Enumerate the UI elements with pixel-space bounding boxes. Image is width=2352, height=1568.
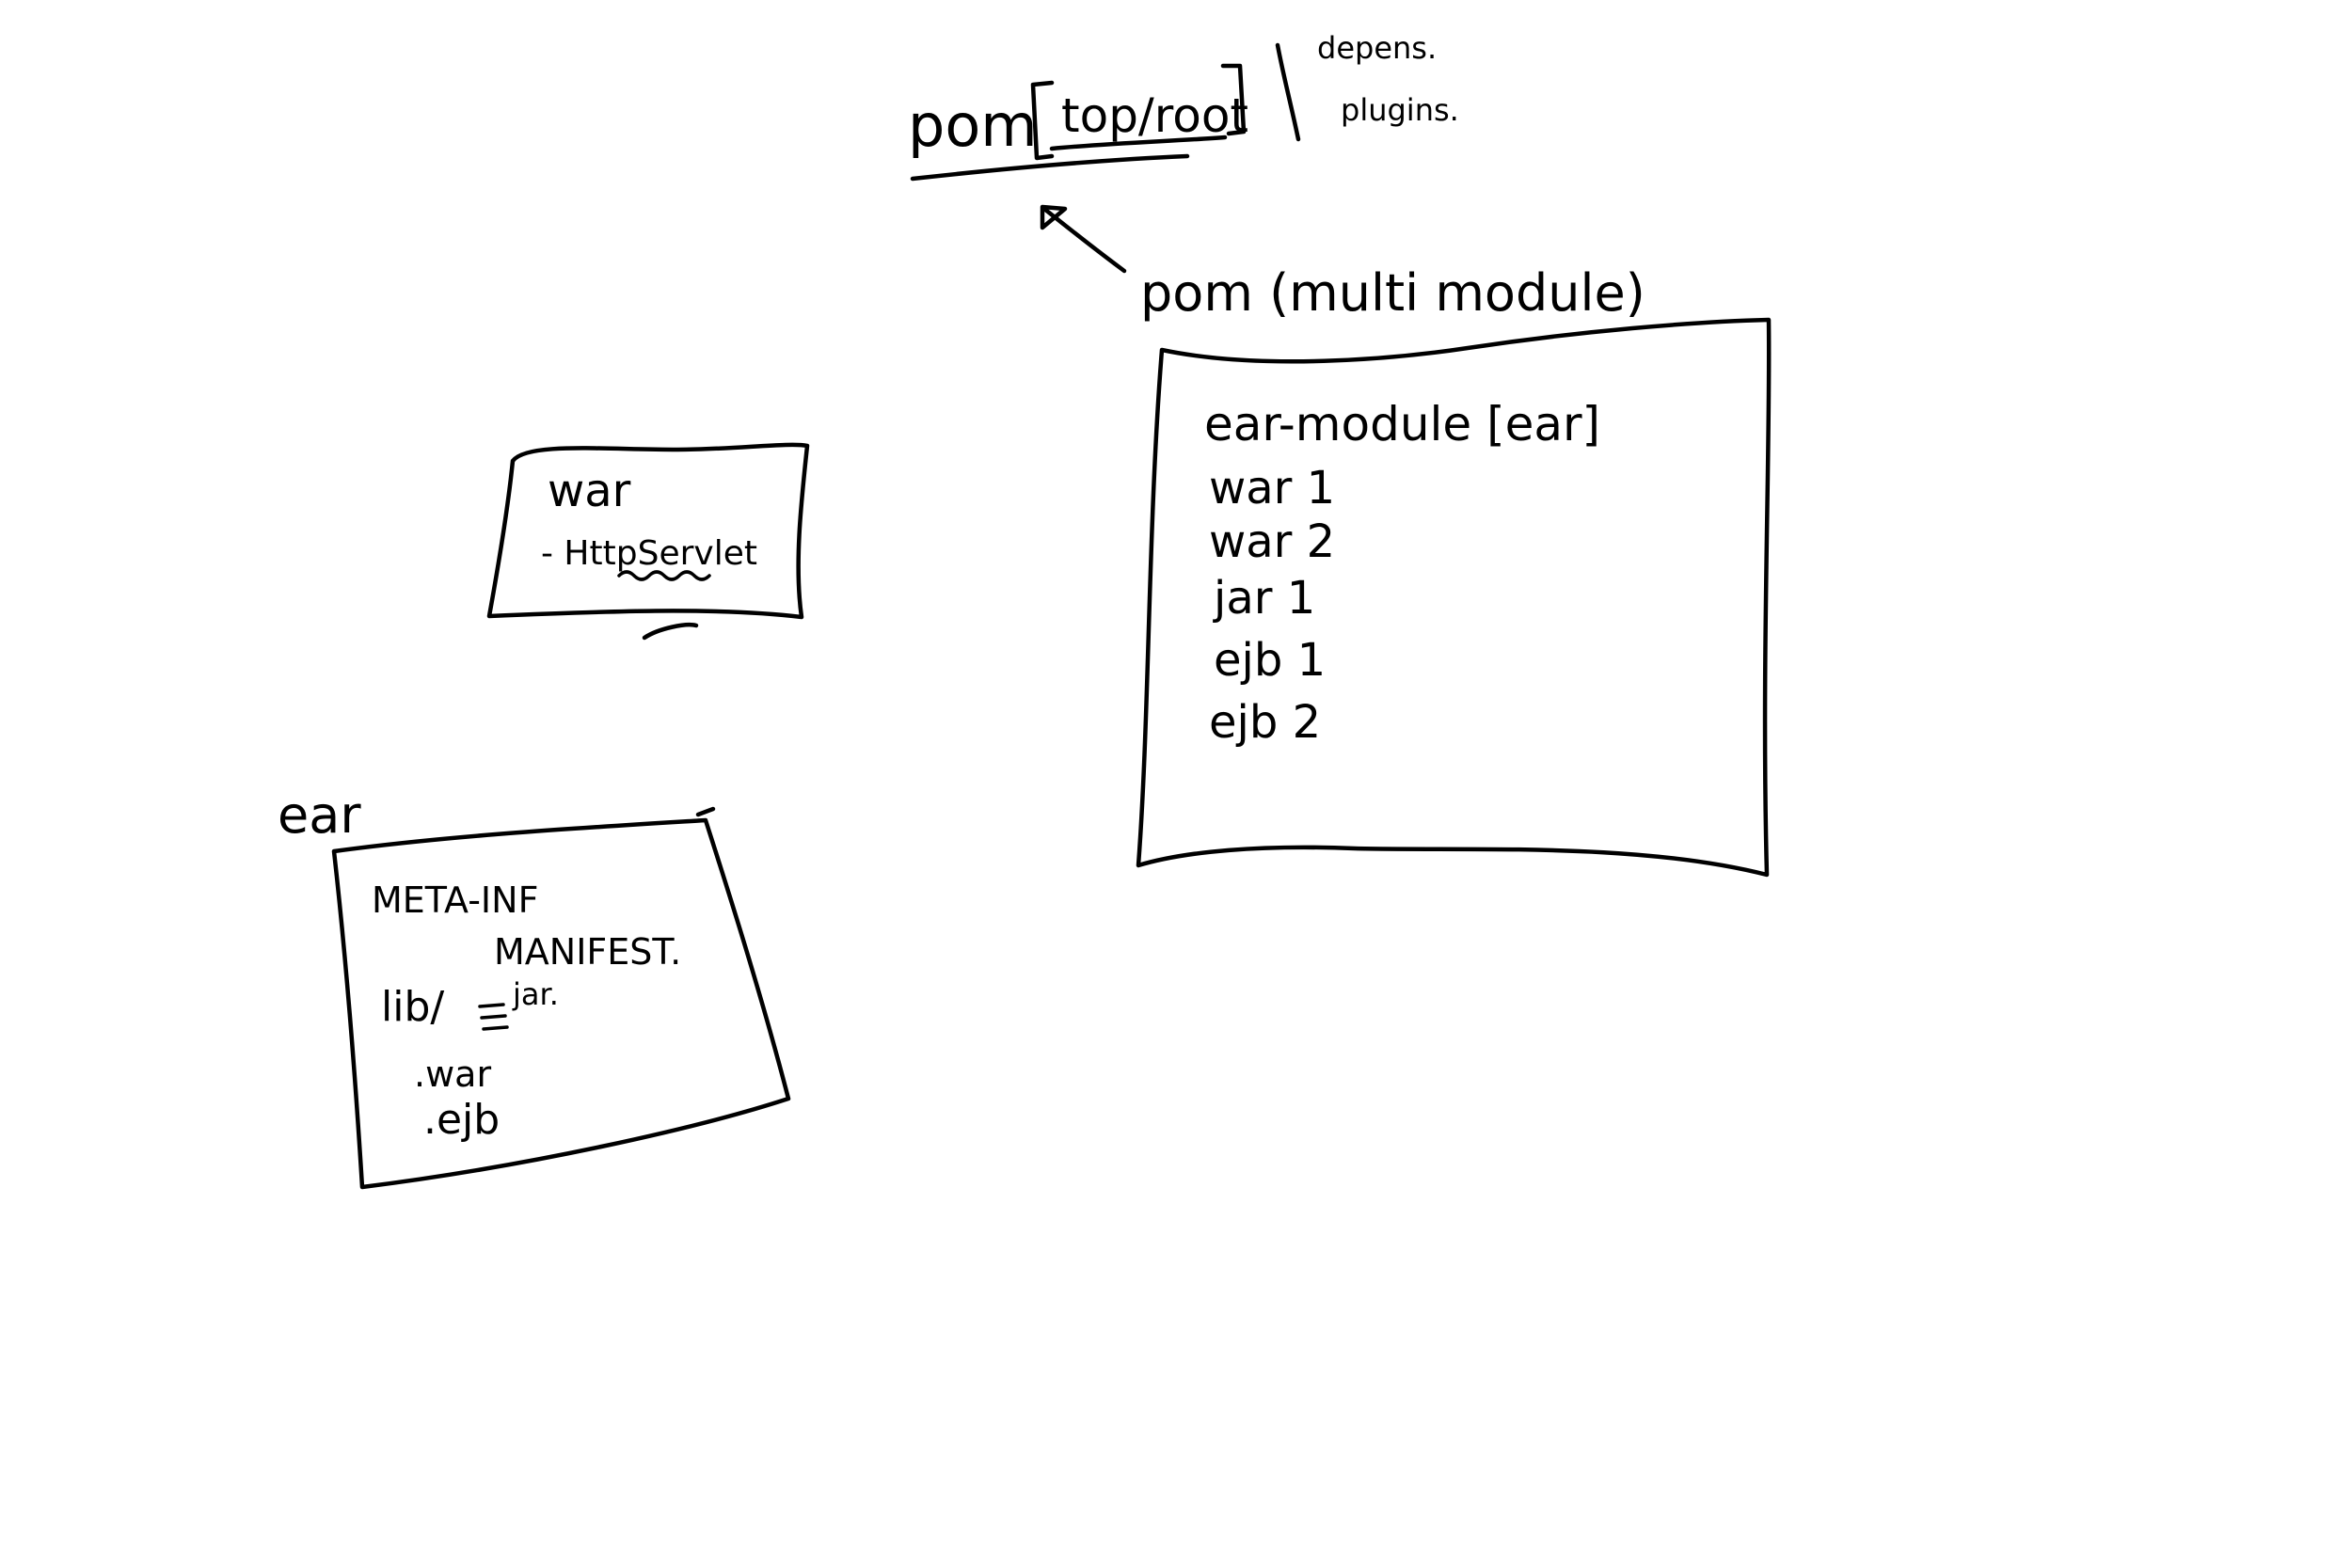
multimodule-pom-group: pom (multi module) ear-module [ear] war … <box>1136 263 1772 878</box>
ear-box-meta: META-INF <box>372 879 538 921</box>
root-pom-separator <box>1275 42 1301 142</box>
multimodule-label: pom (multi module) <box>1140 263 1645 323</box>
war-box-bottom-stroke <box>642 623 699 641</box>
ear-box-list-marks <box>478 1003 509 1031</box>
root-pom-label: pom <box>908 91 1038 160</box>
root-pom-note-depends: depens. <box>1317 30 1437 66</box>
multimodule-title: ear-module [ear] <box>1204 397 1600 451</box>
ear-box-manifest: MANIFEST. <box>494 931 681 973</box>
ear-box <box>331 817 791 1190</box>
multimodule-item: ejb 2 <box>1209 696 1321 749</box>
ear-box-ejb: .ejb <box>423 1096 500 1144</box>
war-box <box>486 442 810 620</box>
root-pom-note-plugins: plugins. <box>1341 92 1459 128</box>
arrow-head <box>1040 204 1068 230</box>
multimodule-item: war 1 <box>1209 462 1335 515</box>
war-box-squiggle <box>617 570 711 581</box>
ear-box-group: ear META-INF MANIFEST. lib/ jar. .war .e… <box>278 785 791 1190</box>
root-pom-group: pom top/root depens. plugins. <box>908 30 1459 182</box>
ear-box-label: ear <box>278 785 361 845</box>
root-pom-bracket-underline <box>1049 135 1228 151</box>
ear-box-corner-stroke <box>695 806 716 817</box>
ear-box-lib: lib/ <box>381 983 444 1031</box>
inheritance-arrow <box>1040 204 1127 274</box>
multimodule-item: ejb 1 <box>1214 634 1326 687</box>
root-pom-left-bracket <box>1030 80 1055 161</box>
war-box-group: war - HttpServlet <box>486 442 810 641</box>
root-pom-right-bracket <box>1220 63 1247 136</box>
multimodule-item: jar 1 <box>1213 572 1315 625</box>
ear-box-war: .war <box>414 1053 491 1095</box>
multimodule-item: war 2 <box>1209 515 1335 568</box>
ear-box-jar: jar. <box>512 976 559 1012</box>
war-box-title: war <box>548 465 631 517</box>
multimodule-box <box>1136 317 1772 878</box>
root-pom-underline <box>910 153 1190 182</box>
root-pom-bracket-text: top/root <box>1061 88 1248 143</box>
arrow-shaft <box>1041 206 1127 274</box>
war-box-item: - HttpServlet <box>541 534 757 573</box>
